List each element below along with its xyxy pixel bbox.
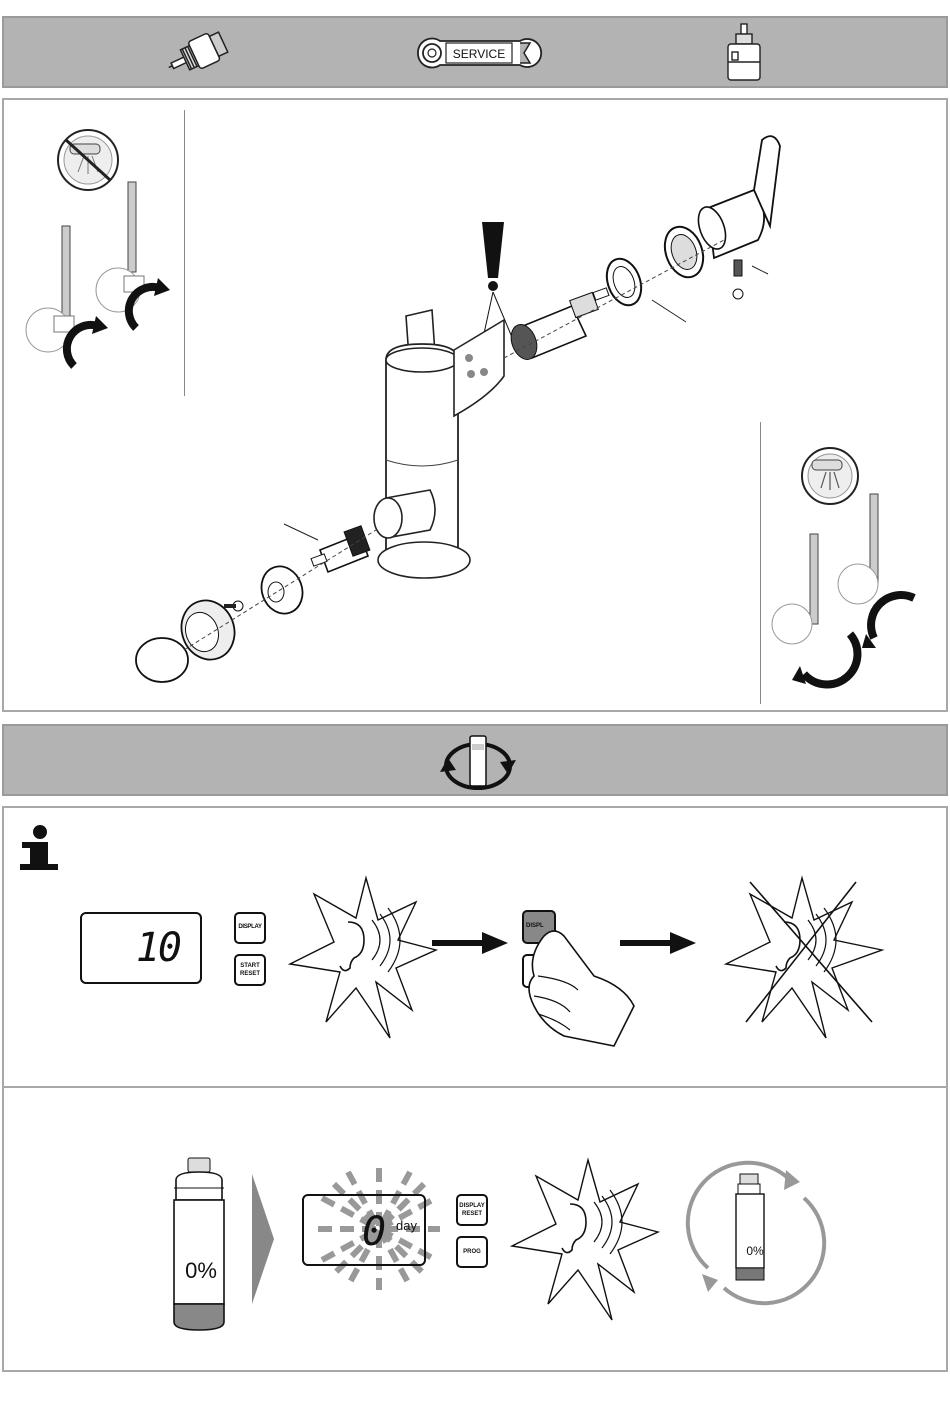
water-on-icon xyxy=(802,448,858,504)
filter-cartridge-icon xyxy=(168,1154,230,1334)
reset-button-label: RESET xyxy=(236,971,264,977)
lcd-days-value: 0 xyxy=(360,1210,388,1254)
beep-sound-icon xyxy=(286,872,446,1042)
prog-button-label: PROG xyxy=(458,1249,486,1255)
prog-button[interactable]: PROG xyxy=(456,1236,488,1268)
filter-replace-rotate-icon xyxy=(688,1168,824,1298)
filter-capacity-label: 0% xyxy=(176,1258,226,1284)
info-panel: 10 DISPLAY START RESET DISPL xyxy=(2,806,948,1088)
info-icon xyxy=(16,824,64,870)
filter-cartridge-part xyxy=(311,526,370,572)
mixer-cartridge-icon xyxy=(722,22,766,86)
exploded-diagram-panel xyxy=(2,98,948,712)
start-reset-button[interactable]: START RESET xyxy=(234,954,266,986)
display-button-label: DISPLAY xyxy=(236,924,264,930)
service-label: SERVICE xyxy=(453,47,505,61)
display-reset-line2: RESET xyxy=(458,1211,486,1217)
arrow-right-icon-2 xyxy=(620,932,696,954)
no-water-icon xyxy=(58,130,118,190)
faucet-exploded-view xyxy=(124,120,804,700)
lever-handle-part xyxy=(693,136,780,258)
beep-muted-icon xyxy=(722,872,892,1042)
chevron-right-icon xyxy=(252,1174,274,1304)
display-reset-button[interactable]: DISPLAY RESET xyxy=(456,1194,488,1226)
header-band: SERVICE xyxy=(2,16,948,88)
display-button[interactable]: DISPLAY xyxy=(234,912,266,944)
mixer-cartridge-part xyxy=(507,288,609,363)
lcd-display-value: 10 xyxy=(120,926,180,970)
lcd-days-unit: day xyxy=(396,1218,426,1233)
arrow-right-icon xyxy=(432,932,508,954)
filter-status-panel: 0% 0 day DISPLAY RESET PROG xyxy=(2,1086,948,1372)
start-button-label: START xyxy=(236,963,264,969)
rotating-capacity-label: 0% xyxy=(740,1244,770,1258)
rotate-filter-icon xyxy=(438,732,518,794)
filter-change-band xyxy=(2,724,948,796)
beep-sound-icon-2 xyxy=(508,1154,668,1324)
service-wrench-icon: SERVICE xyxy=(412,32,542,74)
cartridge-insert-icon xyxy=(164,24,236,84)
display-reset-line1: DISPLAY xyxy=(458,1203,486,1209)
